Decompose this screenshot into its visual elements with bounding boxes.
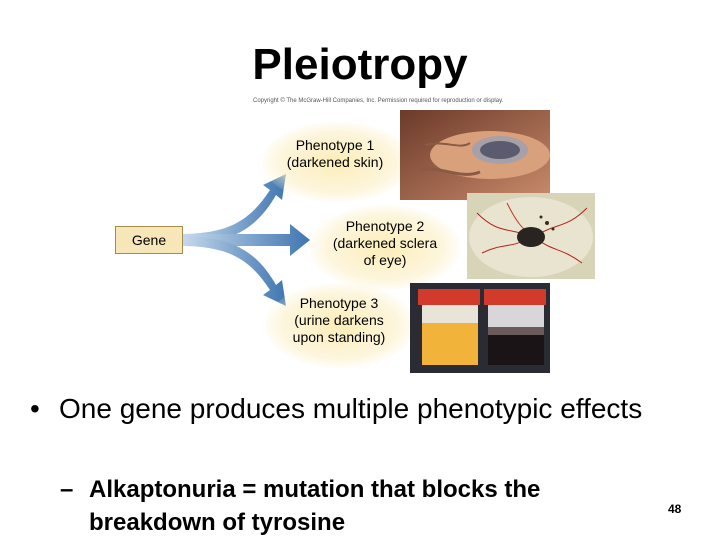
phenotype-2-desc-2: of eye)	[363, 252, 407, 268]
copyright-notice: Copyright © The McGraw-Hill Companies, I…	[253, 98, 504, 104]
gene-label-box: Gene	[115, 226, 183, 254]
phenotype-3-glow	[265, 283, 415, 368]
darkened-sclera-photo	[467, 193, 595, 279]
phenotype-2-title: Phenotype 2	[345, 218, 425, 234]
arrow-icon	[180, 236, 286, 306]
phenotype-1-desc: (darkened skin)	[286, 154, 384, 170]
urine-samples-photo	[410, 283, 550, 373]
phenotype-2-label: Phenotype 2 (darkened sclera of eye)	[320, 218, 450, 269]
sub-bullet-dash: –	[60, 476, 74, 503]
bullet-main: • One gene produces multiple phenotypic …	[30, 392, 690, 426]
bullet-sub-text: Alkaptonuria = mutation that blocks the …	[89, 476, 541, 536]
bullet-main-text: One gene produces multiple phenotypic ef…	[59, 393, 643, 424]
phenotype-3-label: Phenotype 3 (urine darkens upon standing…	[274, 295, 404, 346]
phenotype-1-label: Phenotype 1 (darkened skin)	[270, 137, 400, 171]
darkened-skin-photo	[400, 110, 550, 200]
bullet-dot-icon: •	[30, 393, 40, 424]
slide-title: Pleiotropy	[252, 40, 468, 89]
gene-label: Gene	[131, 232, 167, 248]
arrow-icon	[180, 174, 286, 244]
phenotype-2-glow	[310, 205, 460, 290]
phenotype-3-title: Phenotype 3	[299, 295, 379, 311]
phenotype-2-desc: (darkened sclera	[332, 235, 438, 251]
page-number: 48	[668, 502, 682, 516]
phenotype-1-glow	[262, 122, 412, 202]
phenotype-3-desc: (urine darkens	[294, 312, 384, 328]
phenotype-3-desc-2: upon standing)	[292, 329, 386, 345]
phenotype-1-title: Phenotype 1	[295, 137, 375, 153]
arrow-icon	[180, 224, 310, 256]
bullet-sub: – Alkaptonuria = mutation that blocks th…	[60, 473, 640, 539]
